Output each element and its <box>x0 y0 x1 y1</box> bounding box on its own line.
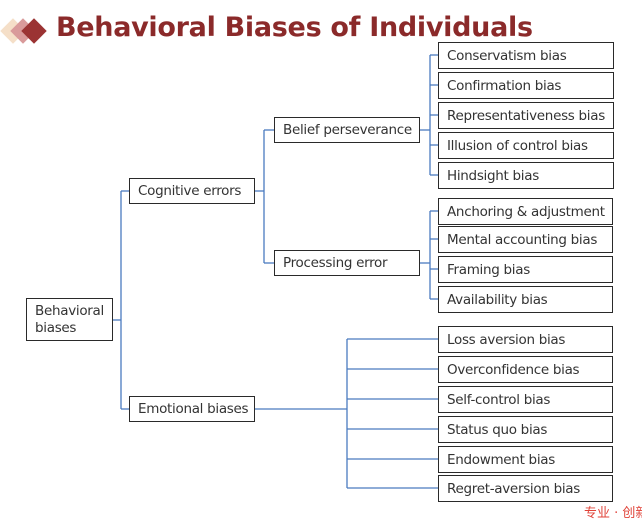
leaf-node: Representativeness bias <box>438 102 614 129</box>
leaf-node: Hindsight bias <box>438 162 614 189</box>
node-behavioral-biases: Behavioral biases <box>26 298 113 341</box>
leaf-node: Mental accounting bias <box>438 226 613 253</box>
leaf-node: Illusion of control bias <box>438 132 614 159</box>
leaf-node: Conservatism bias <box>438 42 614 69</box>
node-belief-perseverance: Belief perseverance <box>274 117 420 143</box>
node-processing-error: Processing error <box>274 250 420 276</box>
node-cognitive-errors: Cognitive errors <box>129 178 255 204</box>
node-emotional-biases: Emotional biases <box>129 396 255 422</box>
leaf-node: Endowment bias <box>438 446 613 473</box>
page-title: Behavioral Biases of Individuals <box>56 12 533 43</box>
leaf-node: Confirmation bias <box>438 72 614 99</box>
leaf-node: Loss aversion bias <box>438 326 613 353</box>
leaf-node: Overconfidence bias <box>438 356 613 383</box>
leaf-node: Regret-aversion bias <box>438 475 613 502</box>
leaf-node: Framing bias <box>438 256 613 283</box>
watermark-text: 专业 · 创新 <box>584 506 642 521</box>
leaf-node: Availability bias <box>438 286 613 313</box>
leaf-node: Status quo bias <box>438 416 613 443</box>
leaf-node: Self-control bias <box>438 386 613 413</box>
leaf-node: Anchoring & adjustment <box>438 198 613 225</box>
